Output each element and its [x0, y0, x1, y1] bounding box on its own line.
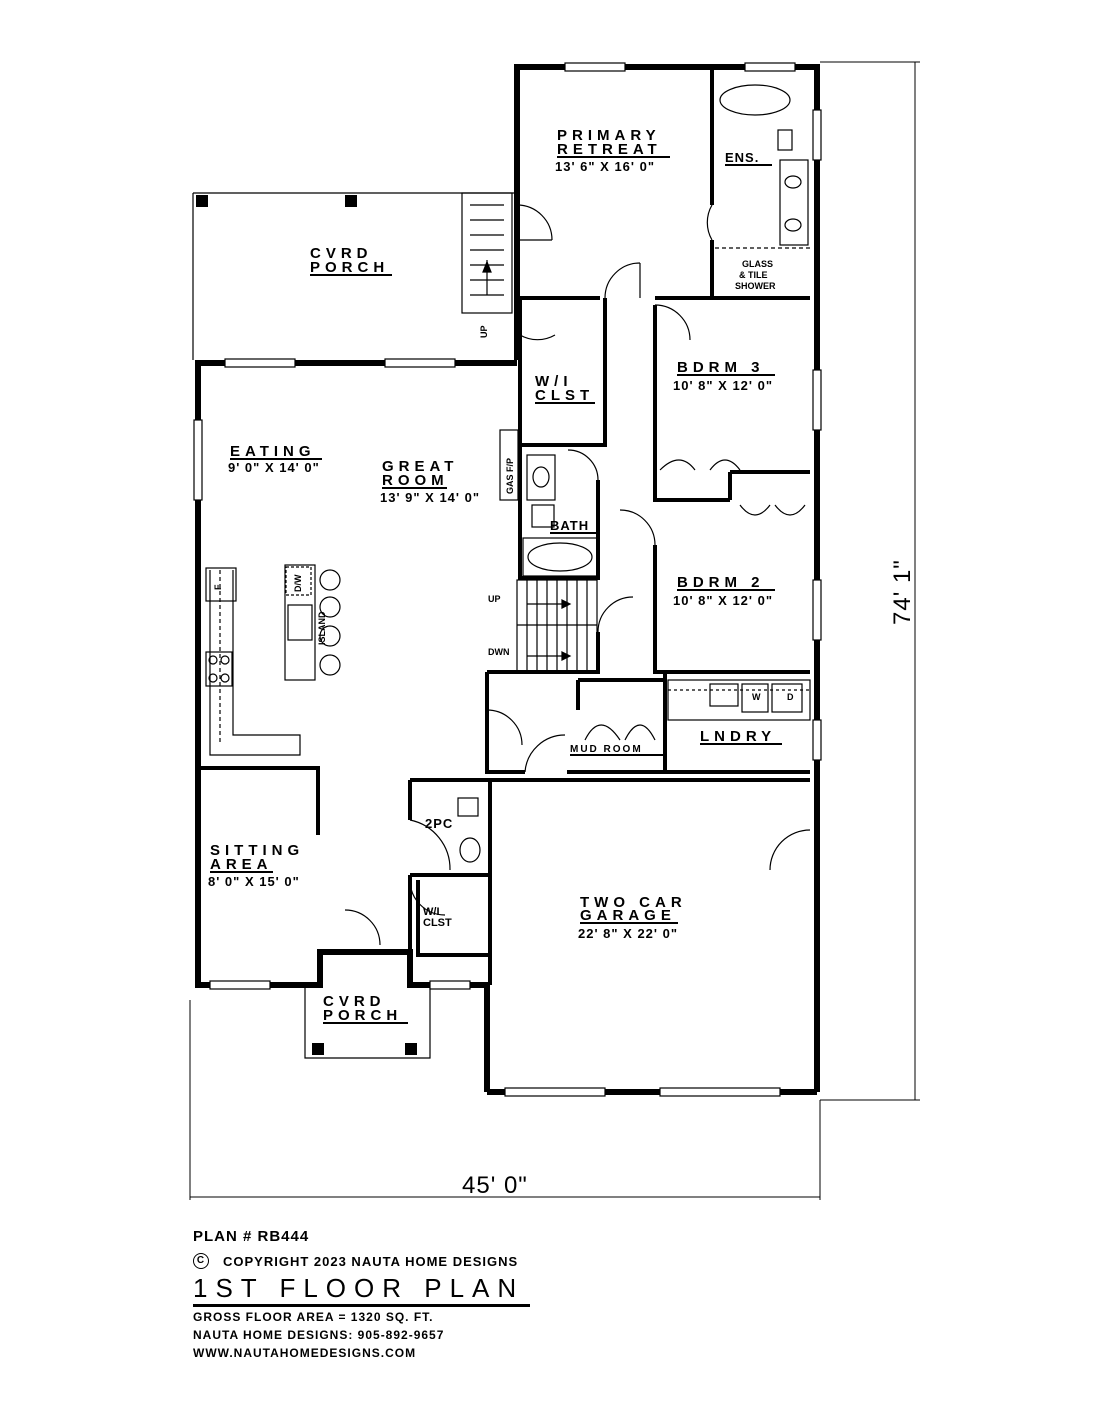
width-dimension: 45' 0" — [462, 1172, 528, 1199]
rear-stair-up-label: UP — [479, 325, 489, 338]
shower-label-2: & TILE — [739, 270, 768, 280]
sitting-area-dims: 8' 0" X 15' 0" — [208, 874, 300, 889]
sitting-area-label: SITTING — [210, 842, 304, 859]
designer-website: WWW.NAUTAHOMEDESIGNS.COM — [193, 1346, 417, 1360]
depth-dimension: 74' 1" — [889, 559, 916, 625]
bath-label: BATH — [550, 518, 589, 533]
primary-retreat-label: PRIMARY — [557, 127, 661, 144]
designer-phone: NAUTA HOME DESIGNS: 905-892-9657 — [193, 1328, 445, 1342]
primary-retreat-label-2: RETREAT — [557, 141, 662, 158]
windows — [193, 62, 822, 1097]
stairs-drawing — [482, 260, 598, 673]
island-label: ISLAND — [317, 611, 327, 645]
dryer-label: D — [787, 692, 794, 702]
plan-info-block: PLAN # RB444 C COPYRIGHT 2023 NAUTA HOME… — [193, 1228, 693, 1364]
powder-room-label: 2PC — [425, 816, 453, 831]
dishwasher-label: D/W — [293, 574, 303, 592]
rear-porch-label: CVRD — [310, 245, 373, 262]
sitting-area-label-2: AREA — [210, 856, 273, 873]
garage-label-2: GARAGE — [580, 907, 676, 924]
floor-plan-title: 1ST FLOOR PLAN — [193, 1272, 531, 1307]
great-room-dims: 13' 9" X 14' 0" — [380, 490, 480, 505]
primary-wic-label-2: CLST — [535, 387, 594, 404]
primary-retreat-dims: 13' 6" X 16' 0" — [555, 159, 655, 174]
mud-room-label: MUD ROOM — [570, 744, 643, 755]
copyright-icon: C — [193, 1253, 209, 1269]
fridge-label: F — [213, 584, 223, 590]
rear-porch-label-2: PORCH — [310, 259, 389, 276]
great-room-label: GREAT — [382, 458, 458, 475]
bedroom-2-label: BDRM 2 — [677, 574, 765, 591]
ensuite-label: ENS. — [725, 150, 759, 165]
front-wic-label-2: CLST — [423, 917, 452, 929]
laundry-label: LNDRY — [700, 728, 776, 745]
porch-columns — [196, 195, 417, 1055]
interior-walls — [200, 67, 810, 985]
front-porch-label-2: PORCH — [323, 1007, 402, 1024]
stair-down-label: DWN — [488, 647, 510, 657]
copyright-row: C COPYRIGHT 2023 NAUTA HOME DESIGNS — [193, 1250, 693, 1272]
eating-dims: 9' 0" X 14' 0" — [228, 460, 320, 475]
bedroom-3-dims: 10' 8" X 12' 0" — [673, 378, 773, 393]
garage-dims: 22' 8" X 22' 0" — [578, 926, 678, 941]
bedroom-2-dims: 10' 8" X 12' 0" — [673, 593, 773, 608]
primary-wic-label: W/I — [535, 373, 573, 390]
plan-number: PLAN # RB444 — [193, 1228, 310, 1245]
floor-title-wrap: 1ST FLOOR PLAN — [193, 1272, 693, 1310]
doors — [344, 204, 811, 946]
fixtures — [205, 84, 811, 863]
garage-label: TWO CAR — [580, 894, 687, 911]
bedroom-3-label: BDRM 3 — [677, 359, 765, 376]
copyright-text: COPYRIGHT 2023 NAUTA HOME DESIGNS — [223, 1253, 519, 1269]
front-porch-label: CVRD — [323, 993, 386, 1010]
shower-label-1: GLASS — [742, 259, 773, 269]
shower-label-3: SHOWER — [735, 281, 776, 291]
porch-outlines — [192, 192, 517, 1059]
great-room-label-2: ROOM — [382, 472, 449, 489]
gross-floor-area: GROSS FLOOR AREA = 1320 SQ. FT. — [193, 1310, 434, 1324]
washer-label: W — [752, 692, 761, 702]
dimension-lines — [189, 61, 920, 1200]
stair-up-label: UP — [488, 594, 501, 604]
fireplace-label: GAS F/P — [505, 458, 515, 494]
eating-label: EATING — [230, 443, 316, 460]
front-wic-label: W/I — [423, 906, 440, 918]
